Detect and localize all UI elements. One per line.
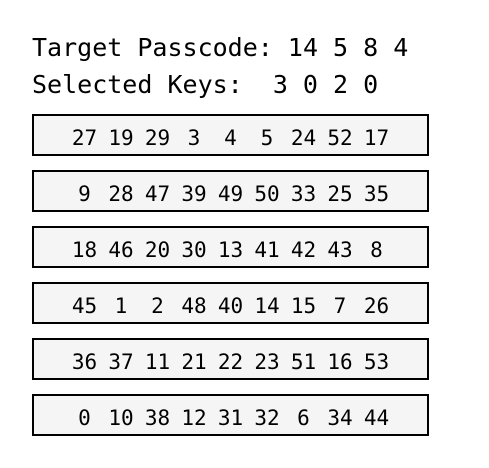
key-button[interactable]: 23 xyxy=(254,350,280,374)
key-button[interactable]: 52 xyxy=(327,126,353,150)
target-passcode-label: Target Passcode: xyxy=(32,33,273,62)
key-button[interactable]: 4 xyxy=(224,126,237,150)
key-button[interactable]: 16 xyxy=(327,350,353,374)
key-button[interactable]: 42 xyxy=(290,238,317,262)
key-button[interactable]: 6 xyxy=(297,406,310,430)
key-button[interactable]: 44 xyxy=(363,406,390,430)
key-row: 18 46 20 30 13 41 42 43 8 xyxy=(32,226,429,268)
key-button[interactable]: 47 xyxy=(144,182,171,206)
key-button[interactable]: 14 xyxy=(254,294,280,318)
target-passcode-value: 14 5 8 4 xyxy=(287,33,409,62)
key-button[interactable]: 33 xyxy=(290,182,317,206)
key-button[interactable]: 11 xyxy=(144,350,171,374)
key-button[interactable]: 32 xyxy=(254,406,280,430)
key-button[interactable]: 48 xyxy=(181,294,207,318)
key-row: 0 10 38 12 31 32 6 34 44 xyxy=(32,394,429,436)
key-button[interactable]: 19 xyxy=(108,126,134,150)
key-button[interactable]: 15 xyxy=(290,294,317,318)
key-button[interactable]: 39 xyxy=(181,182,207,206)
key-button[interactable]: 24 xyxy=(290,126,317,150)
key-button[interactable]: 50 xyxy=(254,182,280,206)
key-button[interactable]: 38 xyxy=(144,406,171,430)
key-button[interactable]: 28 xyxy=(108,182,134,206)
key-button[interactable]: 22 xyxy=(217,350,244,374)
key-button[interactable]: 35 xyxy=(363,182,390,206)
key-button[interactable]: 12 xyxy=(181,406,207,430)
key-button[interactable]: 49 xyxy=(217,182,244,206)
key-button[interactable]: 51 xyxy=(290,350,317,374)
selected-keys-line: Selected Keys: 3 0 2 0 xyxy=(32,70,378,100)
key-button[interactable]: 34 xyxy=(327,406,353,430)
target-passcode-line: Target Passcode: 14 5 8 4 xyxy=(32,33,408,63)
key-button[interactable]: 18 xyxy=(71,238,98,262)
key-button[interactable]: 3 xyxy=(187,126,201,150)
key-button[interactable]: 29 xyxy=(144,126,171,150)
key-button[interactable]: 5 xyxy=(260,126,274,150)
key-button[interactable]: 13 xyxy=(217,238,244,262)
key-button[interactable]: 9 xyxy=(78,182,91,206)
key-button[interactable]: 7 xyxy=(333,294,347,318)
key-button[interactable]: 25 xyxy=(327,182,353,206)
key-button[interactable]: 2 xyxy=(151,294,164,318)
selected-keys-label: Selected Keys: xyxy=(32,70,243,99)
key-button[interactable]: 46 xyxy=(108,238,134,262)
key-button[interactable]: 45 xyxy=(71,294,98,318)
key-button[interactable]: 20 xyxy=(144,238,171,262)
key-button[interactable]: 31 xyxy=(217,406,244,430)
key-button[interactable]: 0 xyxy=(78,406,91,430)
key-button[interactable]: 43 xyxy=(327,238,353,262)
key-button[interactable]: 27 xyxy=(71,126,98,150)
key-button[interactable]: 36 xyxy=(71,350,98,374)
key-button[interactable]: 21 xyxy=(181,350,207,374)
key-button[interactable]: 37 xyxy=(108,350,134,374)
key-button[interactable]: 8 xyxy=(370,238,383,262)
key-button[interactable]: 30 xyxy=(181,238,207,262)
key-button[interactable]: 40 xyxy=(217,294,244,318)
key-row: 9 28 47 39 49 50 33 25 35 xyxy=(32,170,429,212)
key-button[interactable]: 1 xyxy=(114,294,128,318)
key-button[interactable]: 41 xyxy=(254,238,280,262)
key-button[interactable]: 53 xyxy=(363,350,390,374)
selected-keys-value: 3 0 2 0 xyxy=(272,70,379,99)
key-button[interactable]: 10 xyxy=(108,406,134,430)
key-row: 36 37 11 21 22 23 51 16 53 xyxy=(32,338,429,380)
key-button[interactable]: 17 xyxy=(363,126,390,150)
key-button[interactable]: 26 xyxy=(363,294,390,318)
